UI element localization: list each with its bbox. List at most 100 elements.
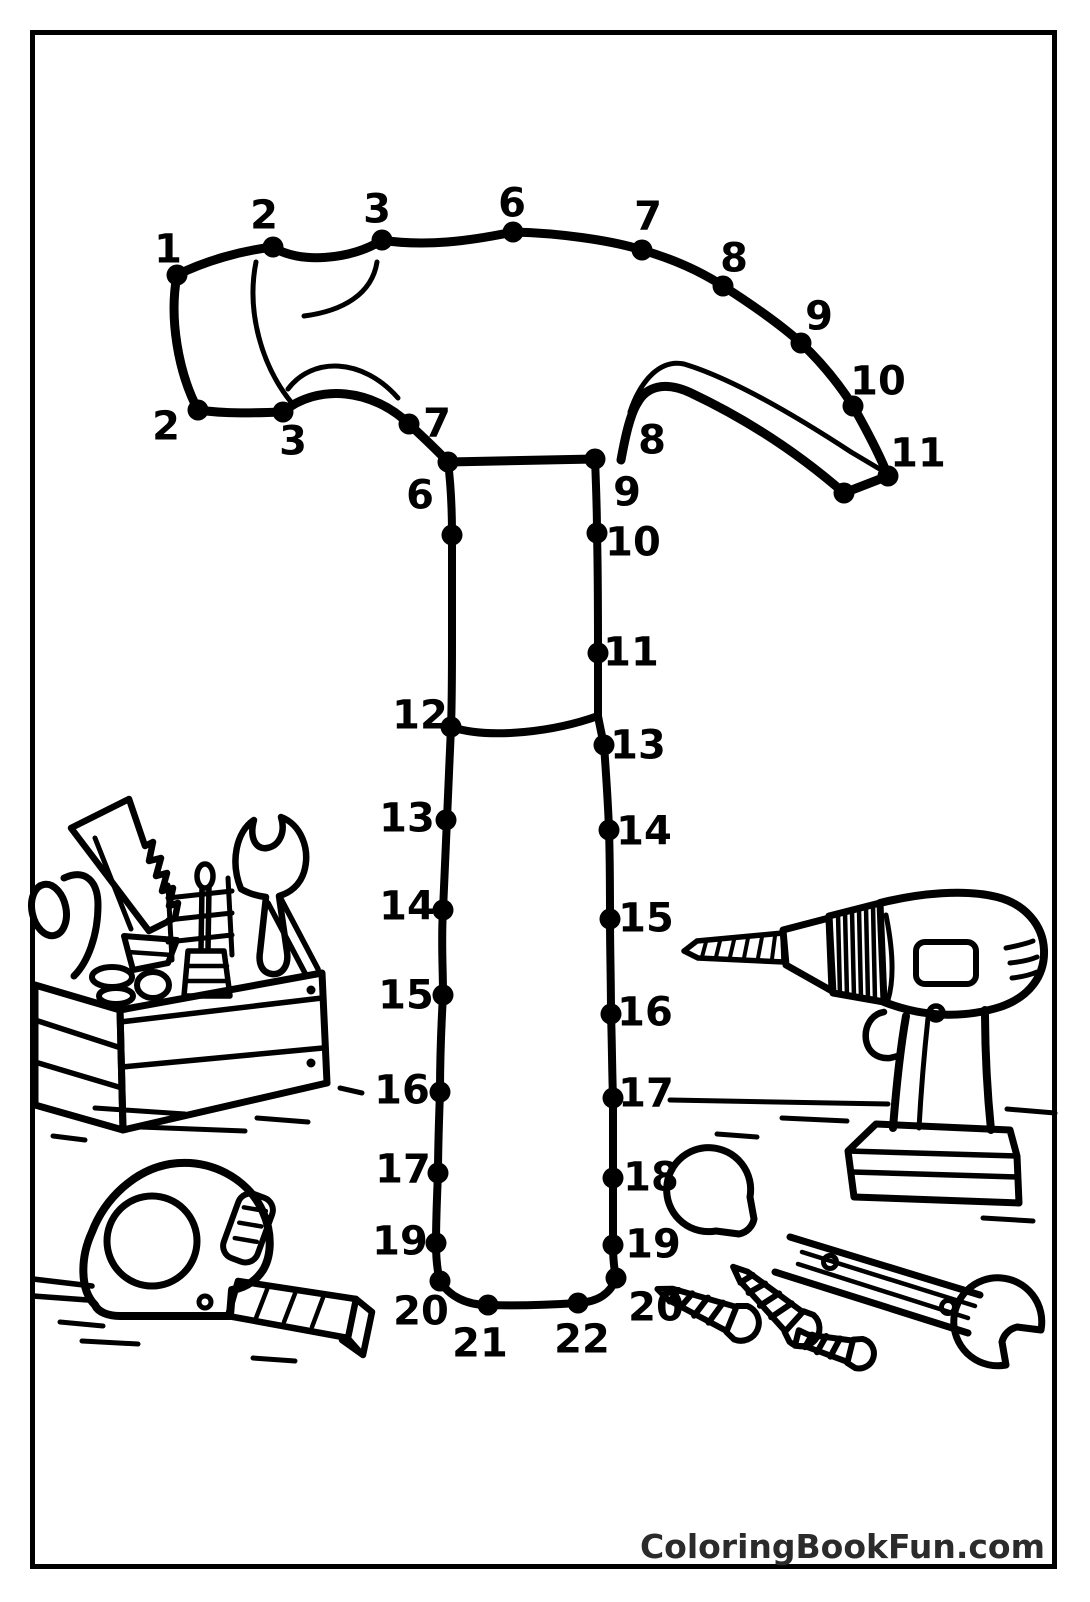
puzzle-number-label: 17 [375,1146,431,1192]
puzzle-number-label: 15 [378,972,434,1018]
puzzle-dot [600,1003,622,1025]
tape-measure-tape-strip [224,1277,376,1359]
puzzle-number-label: 9 [613,469,641,515]
puzzle-dot [477,1294,499,1316]
hammer-outline [169,227,893,1310]
puzzle-dot [262,236,284,258]
head-detail-line [301,259,380,319]
puzzle-number-label: 2 [250,192,278,238]
mallet-head-icon [28,871,102,980]
puzzle-dot [605,1267,627,1289]
puzzle-dot [429,1081,451,1103]
puzzle-number-label: 12 [392,692,448,738]
puzzle-dot [586,522,608,544]
puzzle-number-label: 20 [393,1288,449,1334]
puzzle-number-label: 10 [605,519,661,565]
puzzle-number-label: 14 [379,883,435,929]
ground-strokes [50,1085,1058,1364]
puzzle-dot [584,448,606,470]
puzzle-dot [598,819,620,841]
puzzle-dot [602,1167,624,1189]
drill-bit-icon [681,930,787,965]
puzzle-number-label: 9 [805,293,833,339]
handle-rod-icon [265,894,321,978]
puzzle-number-label: 13 [379,795,435,841]
screw-icon [730,1263,823,1350]
screw-icon [791,1327,877,1372]
puzzle-number-label: 3 [363,186,391,232]
puzzle-dot [602,1087,624,1109]
puzzle-dot [166,264,188,286]
grip-top-curve [447,712,602,738]
puzzle-number-label: 3 [279,418,307,464]
tape-measure-illustration [30,1159,376,1359]
puzzle-dot [833,482,855,504]
puzzle-dot [877,465,899,487]
puzzle-dot [599,908,621,930]
puzzle-number-label: 15 [618,895,674,941]
puzzle-dot [441,524,463,546]
puzzle-number-label: 1 [154,226,182,272]
puzzle-number-label: 18 [623,1154,679,1200]
handle-left-edge [432,458,456,1285]
trowel-icon [89,933,180,1007]
puzzle-dot [437,451,459,473]
puzzle-number-label: 6 [498,180,526,226]
puzzle-dot [502,221,524,243]
puzzle-dot [429,1270,451,1292]
puzzle-dot [440,716,462,738]
puzzle-number-label: 19 [372,1218,428,1264]
puzzle-number-label: 11 [890,430,946,476]
wrench-illustration [663,1144,1046,1370]
head-detail-line [250,259,294,405]
page-border [30,30,1057,1569]
puzzle-dot [602,1234,624,1256]
puzzle-number-label: 16 [374,1067,430,1113]
puzzle-dot [593,734,615,756]
drill-handle [889,1006,995,1134]
puzzle-dot [842,395,864,417]
puzzle-dot [432,899,454,921]
puzzle-number-label: 21 [452,1320,508,1366]
screwdriver-icon [181,861,233,999]
puzzle-number-label: 7 [423,400,451,446]
puzzle-dot [435,809,457,831]
puzzle-number-label: 8 [638,417,666,463]
puzzle-dot [187,399,209,421]
hammer-head-top-and-claw [172,227,893,498]
puzzle-dot [427,1162,449,1184]
drill-battery [844,1120,1023,1207]
screws-illustration [654,1263,877,1372]
puzzle-number-label: 6 [406,472,434,518]
tape-measure-body [79,1159,276,1320]
puzzle-number-label: 17 [618,1070,674,1116]
toolbox-illustration [28,795,331,1134]
puzzle-dot [371,229,393,251]
puzzle-number-label: 20 [628,1284,684,1330]
puzzle-number-label: 16 [617,989,673,1035]
puzzle-dot [631,239,653,261]
drill-illustration [681,888,1049,1207]
puzzle-number-label: 7 [634,193,662,239]
claw-inner-curve [627,360,891,477]
drill-body [876,888,1049,1023]
puzzle-dot [398,413,420,435]
watermark: ColoringBookFun.com [640,1527,1045,1566]
head-detail-line [285,363,401,401]
puzzle-number-label: 11 [603,629,659,675]
handle-bottom-edge [436,1274,620,1310]
puzzle-dot [790,332,812,354]
puzzle-number-label: 19 [625,1221,681,1267]
puzzle-dots [166,221,899,1316]
puzzle-dot [567,1292,589,1314]
puzzle-dot [272,401,294,423]
puzzle-dot [712,275,734,297]
wrench-icon [663,1144,1046,1370]
puzzle-dot [587,642,609,664]
tape-measure-clip [220,1190,276,1266]
puzzle-number-label: 2 [152,403,180,449]
screw-icon [654,1285,762,1344]
